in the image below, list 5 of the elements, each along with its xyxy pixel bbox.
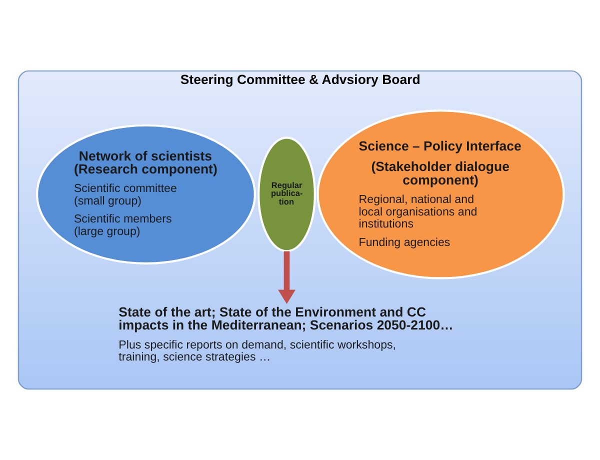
node-ellipse: Science – Policy Interface (Stakeholder dialogue component) Regional, national and local organisations and institutions Funding agencies (316, 110, 565, 280)
node-text: State of the art; State of the Environment and CC impacts in the Mediterranean; Scenarios 2050-2100… Plus specific reports on demand, scientific workshops, training, science strategies … (118, 304, 454, 364)
node-ellipse: Network of scientists (Research component) Scientific committee (small group) Scientific members (large group) (36, 124, 256, 264)
arrow (278, 251, 296, 304)
node-ellipse: Regular publica-tion (258, 136, 316, 252)
